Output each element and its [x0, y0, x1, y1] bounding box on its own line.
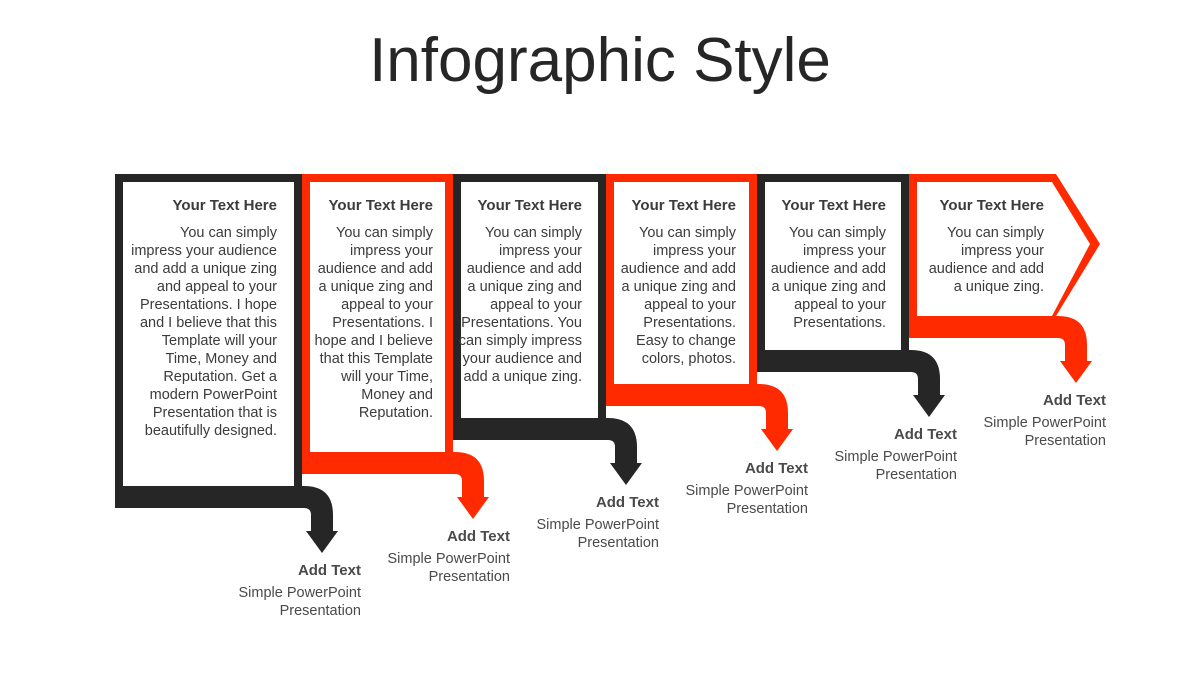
step-6-arrow — [909, 316, 1092, 383]
step-5-caption-title: Add Text — [893, 426, 957, 443]
step-6-body: You can simply impress your audience and… — [928, 225, 1044, 295]
step-5-body: You can simply impress your audience and… — [770, 225, 886, 331]
step-6-caption-body: Simple PowerPoint Presentation — [983, 415, 1107, 449]
step-1-arrow — [115, 486, 338, 553]
step-1-shape — [115, 174, 338, 553]
step-2-heading: Your Text Here — [328, 197, 433, 214]
step-5-text: Your Text Here You can simply impress yo… — [762, 197, 886, 332]
step-5-caption-body: Simple PowerPoint Presentation — [834, 449, 958, 483]
step-1-caption-body: Simple PowerPoint Presentation — [238, 585, 362, 619]
step-3-heading: Your Text Here — [477, 197, 582, 214]
step-3-text: Your Text Here You can simply impress yo… — [455, 197, 582, 386]
step-1-body: You can simply impress your audience and… — [131, 225, 277, 439]
step-5-heading: Your Text Here — [781, 197, 886, 214]
step-4-text: Your Text Here You can simply impress yo… — [612, 197, 736, 368]
page-title: Infographic Style — [369, 26, 831, 95]
step-4-caption: Add Text Simple PowerPoint Presentation — [648, 460, 809, 518]
step-1-caption: Add Text Simple PowerPoint Presentation — [201, 562, 362, 620]
step-6-caption: Add Text Simple PowerPoint Presentation — [946, 392, 1107, 450]
step-4-heading: Your Text Here — [631, 197, 736, 214]
step-3-caption: Add Text Simple PowerPoint Presentation — [499, 494, 660, 552]
step-5-arrow — [757, 350, 945, 417]
step-4-arrow — [606, 384, 793, 451]
step-3-caption-body: Simple PowerPoint Presentation — [536, 517, 660, 551]
step-2-text: Your Text Here You can simply impress yo… — [308, 197, 433, 422]
step-4-body: You can simply impress your audience and… — [620, 225, 736, 367]
step-3-body: You can simply impress your audience and… — [458, 225, 582, 385]
step-4-caption-title: Add Text — [744, 460, 808, 477]
step-2-shape — [302, 174, 489, 519]
step-4-caption-body: Simple PowerPoint Presentation — [685, 483, 809, 517]
step-1-text: Your Text Here You can simply impress yo… — [130, 197, 277, 440]
step-6-shape — [909, 174, 1100, 383]
step-1-heading: Your Text Here — [172, 197, 277, 214]
step-2-caption-body: Simple PowerPoint Presentation — [387, 551, 511, 585]
step-6-caption-title: Add Text — [1042, 392, 1106, 409]
step-5-caption: Add Text Simple PowerPoint Presentation — [797, 426, 958, 484]
step-6-heading: Your Text Here — [939, 197, 1044, 214]
step-2-body: You can simply impress your audience and… — [314, 225, 433, 421]
step-6-text: Your Text Here You can simply impress yo… — [918, 197, 1044, 296]
step-2-arrow — [302, 452, 489, 519]
step-2-caption: Add Text Simple PowerPoint Presentation — [350, 528, 511, 586]
step-1-caption-title: Add Text — [297, 562, 361, 579]
step-2-caption-title: Add Text — [446, 528, 510, 545]
step-3-shape — [453, 174, 642, 485]
step-5-shape — [757, 174, 945, 417]
step-3-arrow — [453, 418, 642, 485]
step-3-caption-title: Add Text — [595, 494, 659, 511]
step-4-shape — [606, 174, 793, 451]
